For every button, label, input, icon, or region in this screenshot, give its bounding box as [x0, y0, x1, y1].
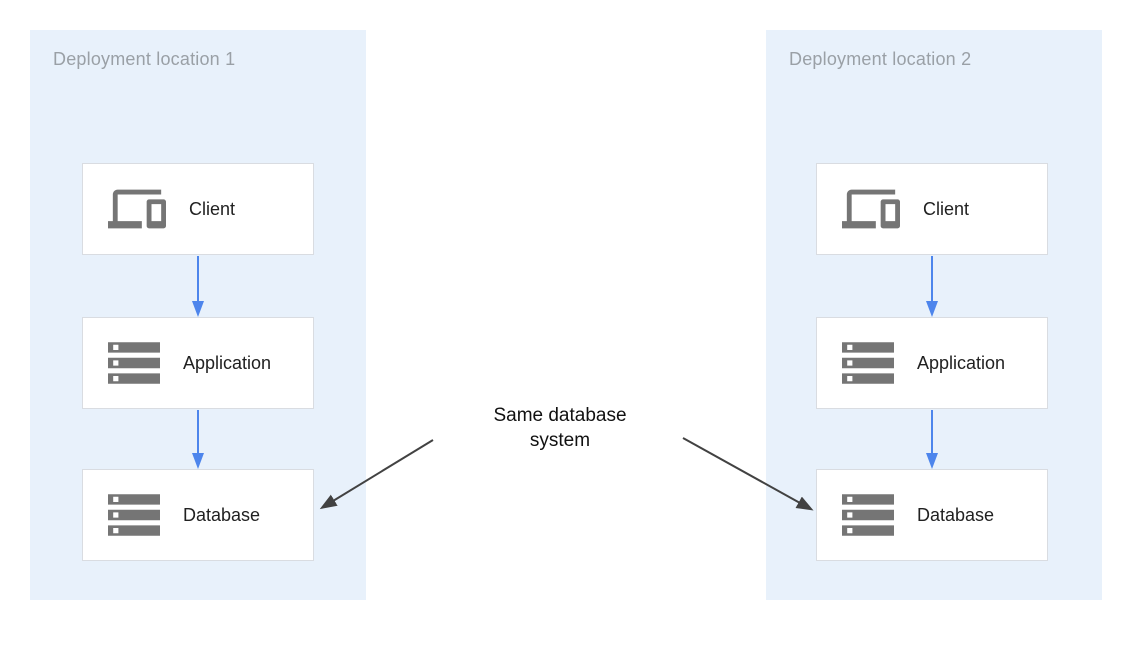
node-application-2: Application — [816, 317, 1048, 409]
annotation-line-2: system — [529, 430, 591, 451]
group-2-title: Deployment location 2 — [789, 49, 972, 69]
node-client-1: Client — [82, 163, 314, 255]
storage-icon — [108, 493, 160, 537]
node-application-1: Application — [82, 317, 314, 409]
node-label: Application — [917, 352, 1006, 373]
storage-icon — [108, 341, 160, 385]
node-label: Database — [183, 504, 261, 525]
node-client-2: Client — [816, 163, 1048, 255]
node-label: Client — [923, 198, 970, 219]
devices-icon — [108, 186, 166, 232]
devices-icon — [842, 186, 900, 232]
storage-icon — [842, 493, 894, 537]
node-label: Client — [189, 198, 236, 219]
storage-icon — [842, 341, 894, 385]
node-database-2: Database — [816, 469, 1048, 561]
deployment-group-2: Deployment location 2 Client Application — [766, 30, 1102, 600]
group-1-title: Deployment location 1 — [53, 49, 236, 69]
node-database-1: Database — [82, 469, 314, 561]
annotation-line-1: Same database — [493, 405, 627, 426]
node-label: Application — [183, 352, 272, 373]
deployment-group-1: Deployment location 1 Client Application — [30, 30, 366, 600]
node-label: Database — [917, 504, 995, 525]
annotation-same-database-system: Same database system — [440, 403, 680, 453]
